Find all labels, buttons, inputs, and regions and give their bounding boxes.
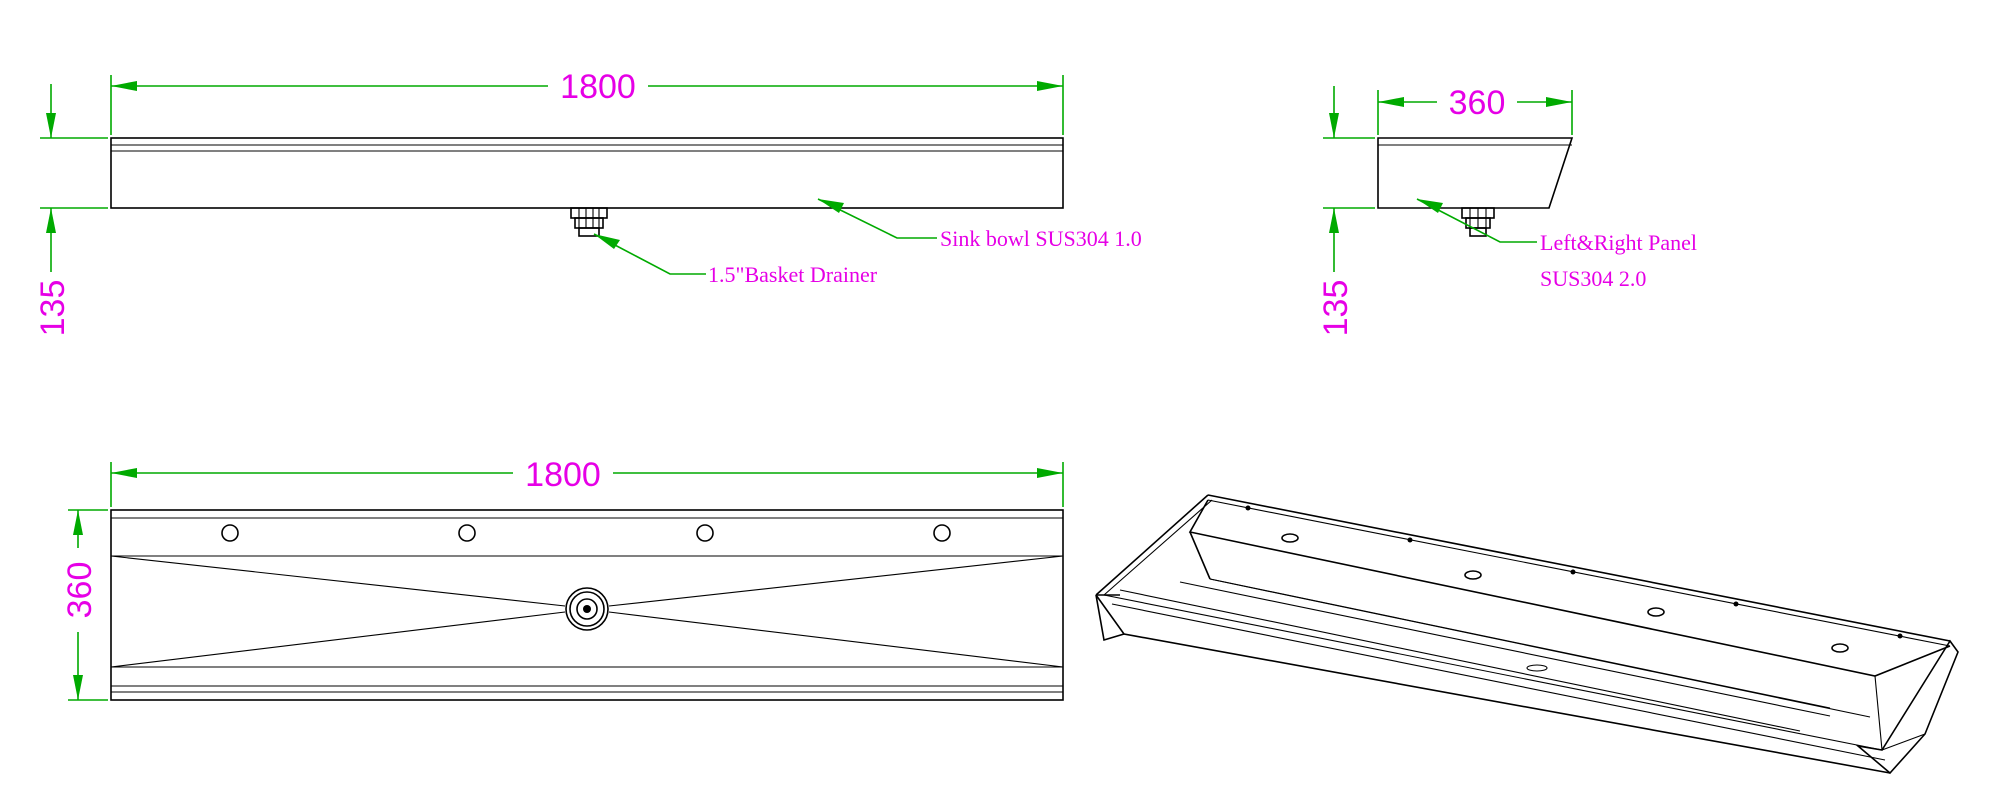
top-depth-label: 360 — [61, 562, 99, 619]
iso-tap-hole — [1647, 607, 1665, 617]
tap-hole — [933, 524, 951, 542]
side-view — [1377, 137, 1574, 237]
top-length-dimension: 1800 — [110, 456, 1064, 507]
front-height-dimension: 135 — [34, 84, 108, 336]
basket-drainer-note: 1.5"Basket Drainer — [708, 262, 878, 287]
iso-tap-hole — [1281, 533, 1299, 543]
side-drain-fitting — [1461, 207, 1495, 237]
tap-hole — [458, 524, 476, 542]
side-width-label: 360 — [1449, 84, 1506, 122]
front-height-label: 135 — [34, 280, 72, 337]
sink-bowl-leader: Sink bowl SUS304 1.0 — [817, 198, 1142, 251]
front-view — [110, 137, 1064, 237]
side-width-dimension: 360 — [1377, 84, 1573, 135]
front-length-dimension: 1800 — [110, 68, 1064, 135]
tap-hole — [696, 524, 714, 542]
panel-note-line1: Left&Right Panel — [1540, 230, 1697, 255]
panel-leader: Left&Right Panel SUS304 2.0 — [1416, 198, 1697, 291]
panel-note-line2: SUS304 2.0 — [1540, 266, 1646, 291]
side-height-label: 135 — [1317, 280, 1355, 337]
front-drain-fitting — [570, 207, 608, 237]
front-length-label: 1800 — [560, 68, 636, 106]
basket-drainer-leader: 1.5"Basket Drainer — [593, 233, 878, 287]
top-depth-dimension: 360 — [61, 509, 108, 701]
iso-tap-hole — [1464, 570, 1482, 580]
top-view — [110, 509, 1064, 701]
top-drain — [565, 587, 609, 631]
isometric-view — [1095, 494, 1959, 775]
top-length-label: 1800 — [525, 456, 601, 494]
sink-bowl-note: Sink bowl SUS304 1.0 — [940, 226, 1142, 251]
tap-hole — [221, 524, 239, 542]
iso-tap-hole — [1831, 643, 1849, 653]
side-height-dimension: 135 — [1317, 86, 1375, 336]
